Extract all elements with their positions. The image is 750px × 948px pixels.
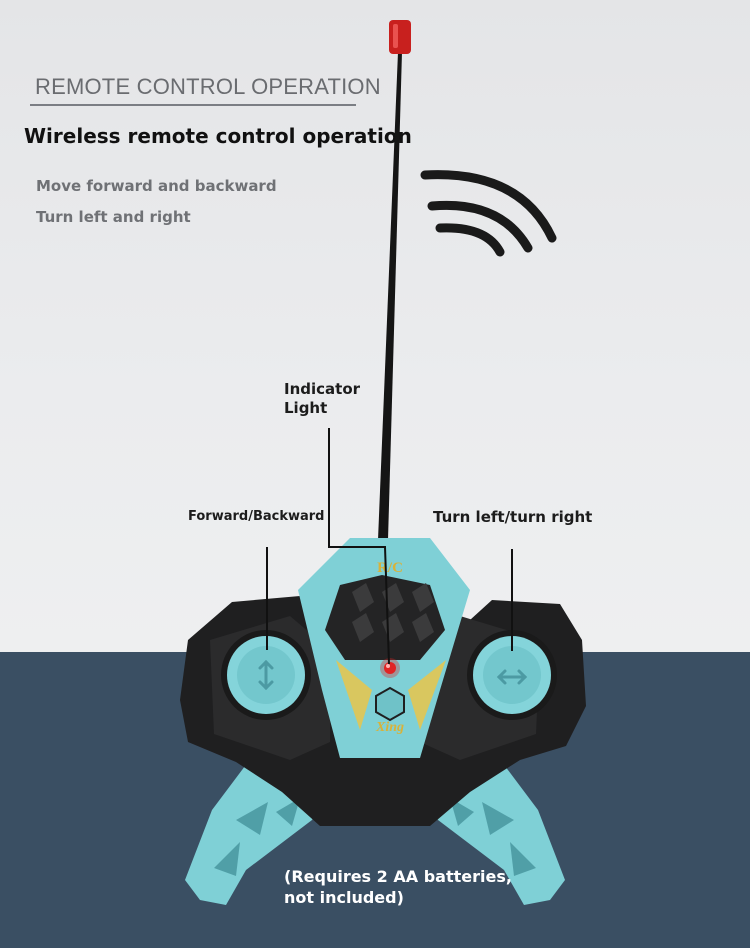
- battery-note: (Requires 2 AA batteries, not included): [284, 867, 512, 907]
- controller-center-panel: [298, 538, 470, 758]
- controller-logo: R/C: [377, 560, 403, 576]
- section-divider: [30, 104, 356, 106]
- forward-backward-callout: Forward/Backward: [188, 509, 325, 524]
- forward-backward-stick[interactable]: [221, 630, 311, 720]
- callout-lines: [266, 428, 513, 665]
- feature-turn: Turn left and right: [36, 208, 191, 226]
- turn-callout: Turn left/turn right: [433, 508, 593, 526]
- indicator-callout-line2: Light: [284, 399, 328, 417]
- antenna-icon: [378, 20, 411, 540]
- indicator-light-icon: [380, 658, 400, 678]
- section-title: REMOTE CONTROL OPERATION: [35, 74, 381, 99]
- wireless-signal-icon: [420, 170, 557, 257]
- up-down-arrow-icon: [258, 659, 274, 691]
- indicator-light-callout: Indicator Light: [284, 380, 360, 418]
- feature-forward-backward: Move forward and backward: [36, 177, 277, 195]
- indicator-callout-line1: Indicator: [284, 380, 361, 398]
- left-right-arrow-icon: [496, 669, 528, 685]
- controller-script-logo: Xing: [375, 720, 404, 735]
- headline: Wireless remote control operation: [24, 124, 412, 148]
- turn-stick[interactable]: [467, 630, 557, 720]
